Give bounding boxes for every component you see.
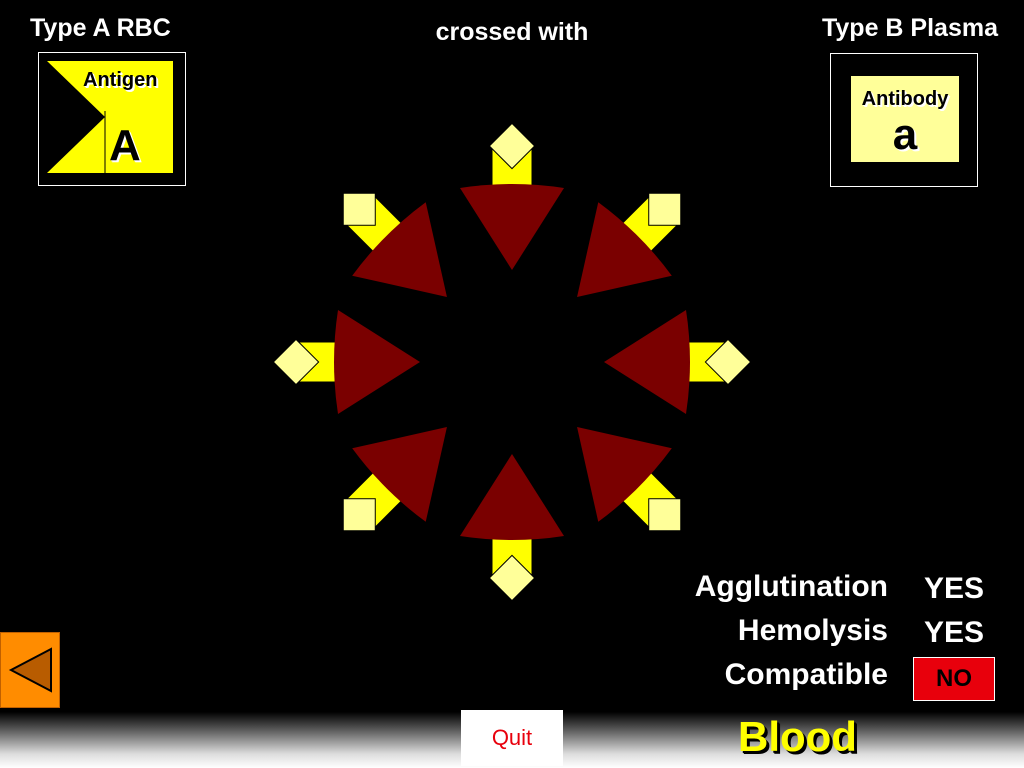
hemolysis-label: Hemolysis — [737, 614, 888, 647]
agglutination-value: YES — [923, 572, 985, 605]
antigen-antibody-arm — [460, 454, 564, 602]
compatible-label: Compatible — [724, 658, 888, 691]
back-triangle-icon — [8, 647, 52, 693]
rbc-type-title: Type A RBC — [30, 14, 171, 42]
antigen-antibody-arm — [272, 310, 420, 414]
antigen-antibody-arm — [342, 427, 447, 532]
antigen-antibody-arm — [460, 122, 564, 270]
antigen-antibody-arm — [577, 192, 682, 297]
antigen-shape-icon — [47, 61, 173, 173]
antibody-label: Antibody — [861, 88, 949, 110]
plasma-type-title: Type B Plasma — [821, 14, 998, 42]
antigen-label: Antigen — [83, 69, 158, 91]
antigen-antibody-arm — [604, 310, 752, 414]
antibody-letter: a — [892, 110, 918, 159]
back-button[interactable] — [0, 632, 60, 708]
antigen-antibody-arm — [577, 427, 682, 532]
hemolysis-value: YES — [923, 616, 985, 649]
agglutination-label: Agglutination — [694, 570, 888, 603]
antibody-box: Antibody a — [851, 76, 959, 162]
antigen-panel: Antigen A — [38, 52, 186, 186]
crossed-with-label: crossed with — [435, 18, 589, 46]
antibody-panel: Antibody a — [830, 53, 978, 187]
antigen-letter: A — [109, 121, 141, 170]
quit-button[interactable]: Quit — [461, 710, 563, 766]
brand-title: Blood — [738, 713, 857, 760]
compatible-value-badge: NO — [913, 657, 995, 701]
antigen-antibody-arm — [342, 192, 447, 297]
